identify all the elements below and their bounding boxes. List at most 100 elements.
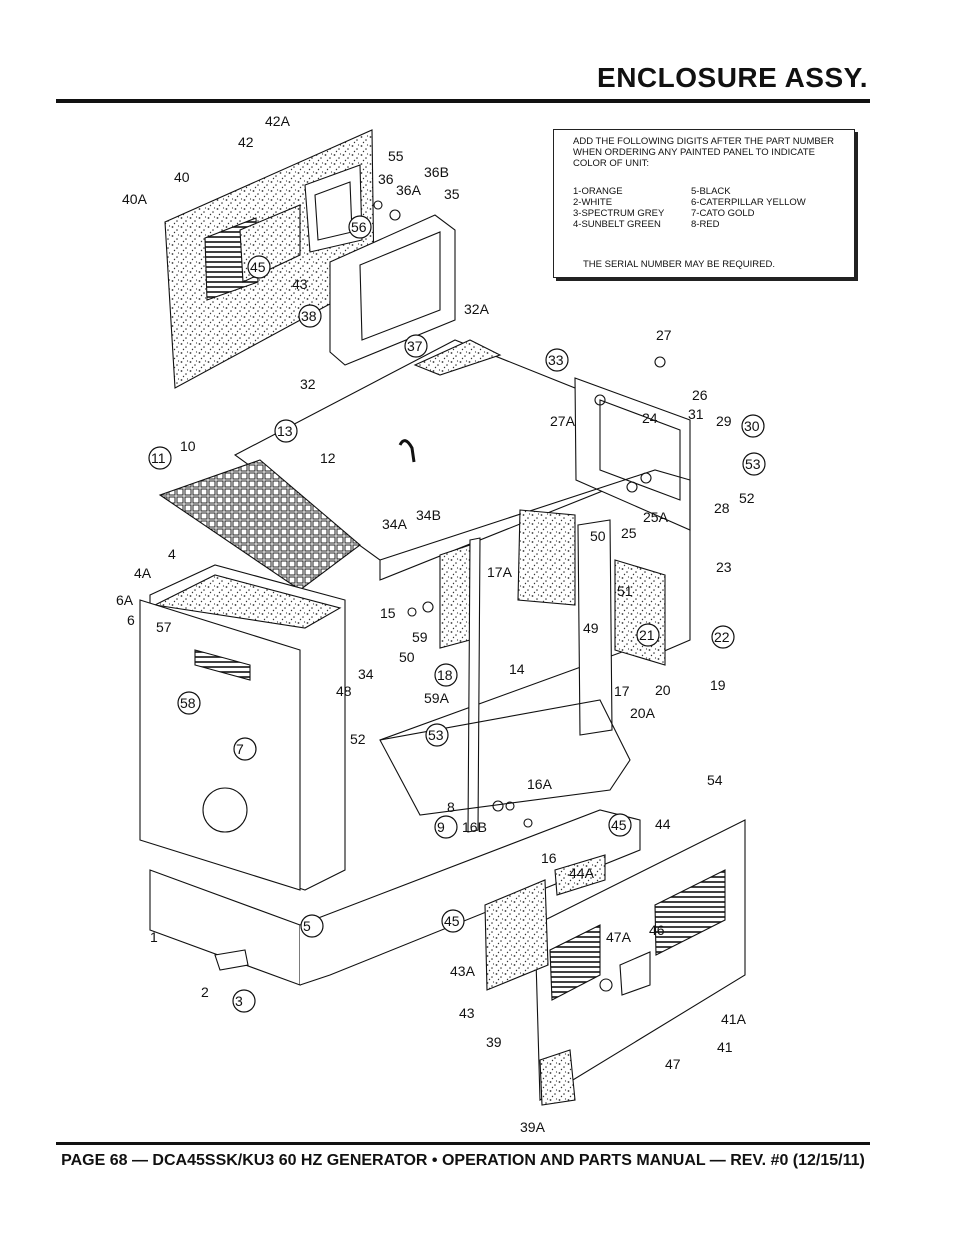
color-item: 1-ORANGE: [573, 186, 623, 197]
callout-label: 9: [437, 819, 445, 835]
callout-label: 26: [692, 387, 708, 403]
callout-label: 42A: [265, 113, 291, 129]
callout-circle: [232, 989, 256, 1013]
callout-circle: [233, 737, 257, 761]
callout-label: 11: [151, 450, 166, 466]
callout-circle: [545, 348, 569, 372]
callout-label: 27: [656, 327, 672, 343]
callout-label: 4A: [134, 565, 152, 581]
color-item: 6-CATERPILLAR YELLOW: [691, 197, 806, 208]
callout-label: 13: [277, 423, 293, 439]
callout-label: 12: [320, 450, 336, 466]
callout-circle: [434, 663, 458, 687]
callout-circle: [274, 419, 298, 443]
callout-label: 41A: [721, 1011, 747, 1027]
callout-label: 25: [621, 525, 637, 541]
callout-label: 20A: [630, 705, 656, 721]
page-title: ENCLOSURE ASSY.: [597, 62, 868, 93]
callout-label: 38: [301, 308, 317, 324]
callout-label: 42: [238, 134, 254, 150]
callout-label: 3: [235, 993, 243, 1009]
callout-label: 36A: [396, 182, 422, 198]
callout-circle: [348, 215, 372, 239]
callout-circle: [434, 815, 458, 839]
callout-label: 25A: [643, 509, 669, 525]
color-list-right: 5-BLACK 6-CATERPILLAR YELLOW 7-CATO GOLD…: [691, 186, 806, 230]
callout-label: 32: [300, 376, 316, 392]
callout-label: 33: [548, 352, 564, 368]
callout-label: 50: [590, 528, 606, 544]
callout-label: 17A: [487, 564, 513, 580]
color-list-left: 1-ORANGE 2-WHITE 3-SPECTRUM GREY 4-SUNBE…: [573, 186, 664, 230]
color-item: 4-SUNBELT GREEN: [573, 219, 661, 230]
callout-label: 45: [611, 817, 627, 833]
callout-label: 54: [707, 772, 723, 788]
callout-label: 2: [201, 984, 209, 1000]
callout-circle: [741, 414, 765, 438]
callout-label: 31: [688, 406, 704, 422]
color-item: 3-SPECTRUM GREY: [573, 208, 665, 219]
callout-label: 4: [168, 546, 176, 562]
callout-label: 47: [665, 1056, 681, 1072]
color-item: 2-WHITE: [573, 197, 613, 208]
callout-label: 16B: [462, 819, 487, 835]
callout-label: 46: [649, 922, 665, 938]
callout-label: 41: [717, 1039, 733, 1055]
callout-label: 20: [655, 682, 671, 698]
callout-circle: [177, 691, 201, 715]
callout-label: 34: [358, 666, 374, 682]
callout-circle: [404, 334, 428, 358]
callout-label: 16A: [527, 776, 553, 792]
serial-note: THE SERIAL NUMBER MAY BE REQUIRED.: [583, 259, 775, 270]
callout-label: 21: [639, 627, 655, 643]
callout-label: 48: [336, 683, 352, 699]
callout-label: 40: [174, 169, 190, 185]
callout-circle: [608, 813, 632, 837]
callout-label: 24: [642, 410, 658, 426]
grille-panel: [158, 459, 361, 591]
callout-circle: [711, 625, 735, 649]
callout-label: 30: [744, 418, 760, 434]
callout-label: 59A: [424, 690, 450, 706]
callout-label: 45: [444, 913, 460, 929]
callout-label: 40A: [122, 191, 148, 207]
callout-label: 32A: [464, 301, 490, 317]
callout-label: 15: [380, 605, 396, 621]
callout-circle: [298, 304, 322, 328]
color-code-note: ADD THE FOLLOWING DIGITS AFTER THE PART …: [553, 129, 855, 278]
parts-drawing: [139, 129, 746, 1106]
callout-circle: [742, 452, 766, 476]
callout-label: 22: [714, 629, 730, 645]
color-item: 7-CATO GOLD: [691, 208, 755, 219]
callout-circle: [148, 446, 172, 470]
callout-label: 14: [509, 661, 525, 677]
callout-label: 37: [407, 338, 423, 354]
callout-label: 43: [292, 276, 308, 292]
callout-label: 44: [655, 816, 671, 832]
note-intro: ADD THE FOLLOWING DIGITS AFTER THE PART …: [573, 136, 834, 169]
callout-circle: [425, 723, 449, 747]
callout-label: 39A: [520, 1119, 546, 1135]
callout-label: 8: [447, 799, 455, 815]
callout-label: 50: [399, 649, 415, 665]
callout-label: 58: [180, 695, 196, 711]
callout-label: 7: [236, 741, 244, 757]
callout-label: 19: [710, 677, 726, 693]
page-footer: PAGE 68 — DCA45SSK/KU3 60 HZ GENERATOR •…: [61, 1152, 865, 1169]
callout-label: 55: [388, 148, 404, 164]
callout-label: 43: [459, 1005, 475, 1021]
callout-label: 44A: [569, 865, 595, 881]
callout-label: 45: [250, 259, 266, 275]
callout-label: 23: [716, 559, 732, 575]
callout-label: 35: [444, 186, 460, 202]
callout-label: 34B: [416, 507, 441, 523]
callout-label: 6: [127, 612, 135, 628]
callout-label: 36B: [424, 164, 449, 180]
callout-label: 28: [714, 500, 730, 516]
callout-label: 47A: [606, 929, 632, 945]
callout-circle: [441, 909, 465, 933]
callout-circle: [636, 623, 660, 647]
callout-label: 51: [617, 583, 633, 599]
callout-label: 16: [541, 850, 557, 866]
